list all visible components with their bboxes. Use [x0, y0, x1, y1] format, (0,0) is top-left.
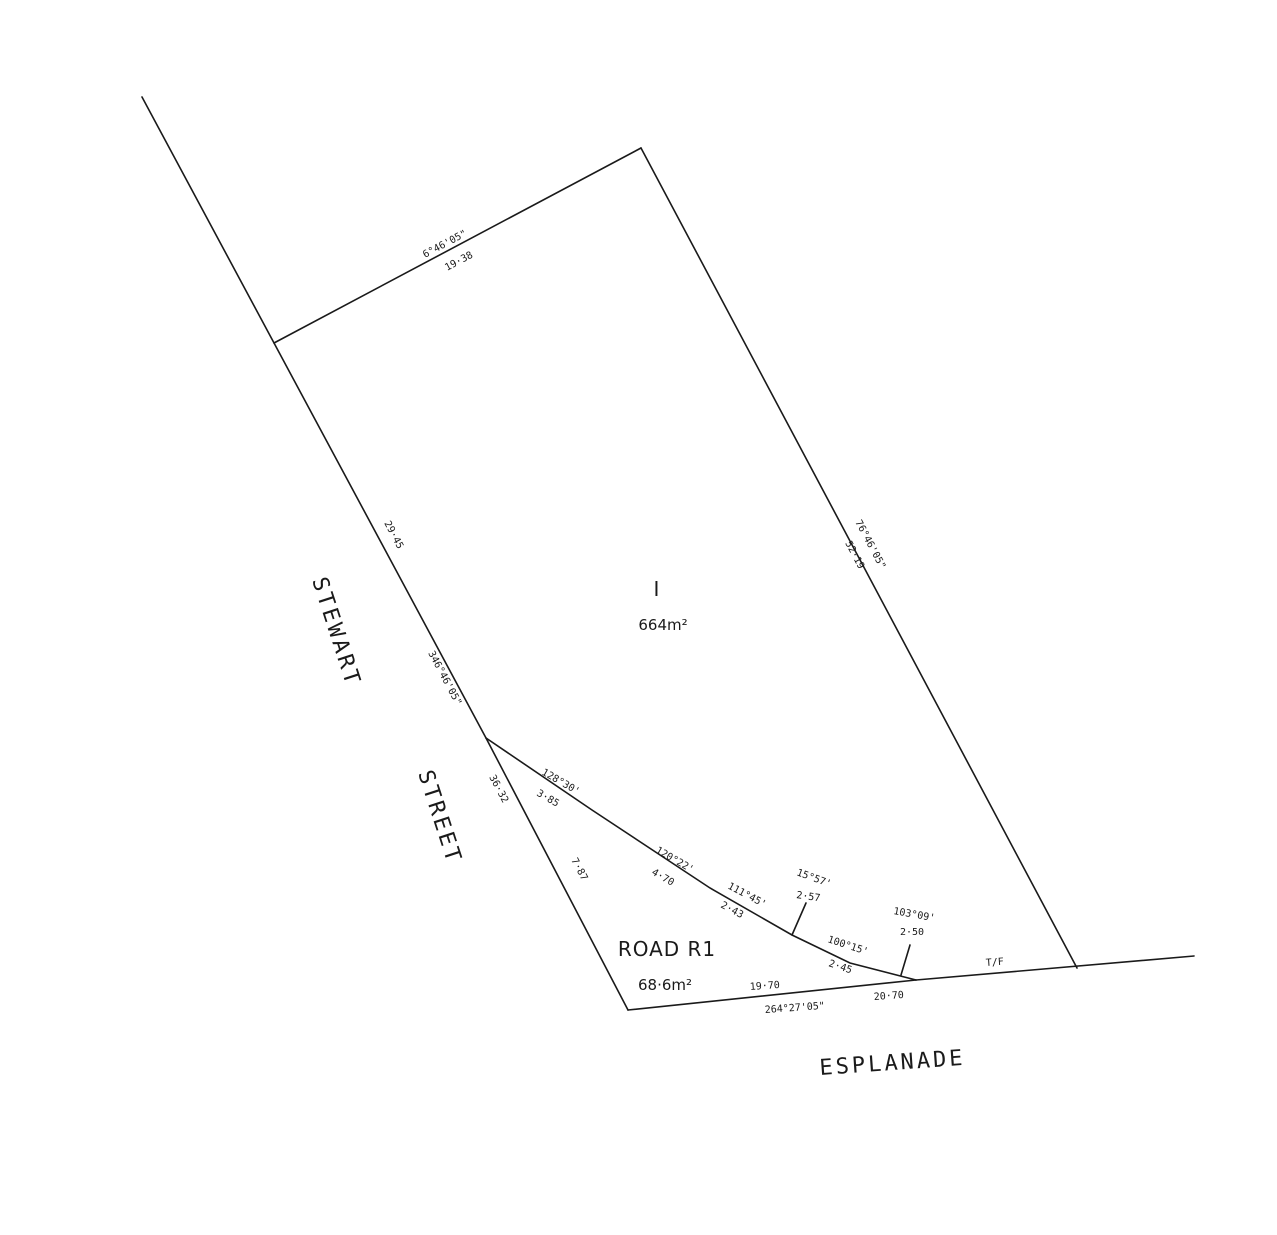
- dim-arc4-distance: 2·45: [827, 958, 853, 976]
- dim-top-distance: 19·38: [443, 250, 475, 274]
- leader-line-1: [791, 902, 807, 936]
- dim-arc3-distance: 2·43: [719, 900, 745, 921]
- dim-south-right: 20·70: [873, 990, 904, 1003]
- road-west-boundary: [485, 737, 629, 1011]
- street-name-street: STREET: [412, 767, 466, 867]
- lot-boundary: [141, 96, 1078, 969]
- road-area: 68·6m²: [638, 976, 692, 994]
- dim-south-bearing: 264°27'05": [764, 1001, 825, 1016]
- dim-south-east: T/F: [985, 957, 1004, 969]
- lot-top-boundary: [273, 147, 642, 344]
- dim-east-distance: 52·19: [842, 539, 866, 571]
- dim-arc1-distance: 3·85: [535, 788, 561, 810]
- road-south-boundary: [627, 979, 917, 1011]
- road-curve-boundary: [485, 737, 917, 981]
- lot-area: 664m²: [638, 616, 687, 634]
- dim-west-bearing: 346°46'05": [425, 649, 463, 707]
- leader-line-2: [900, 944, 911, 976]
- street-name-esplanade: ESPLANADE: [819, 1046, 967, 1081]
- dim-arc3-leader-distance: 2·57: [796, 890, 821, 904]
- street-name-stewart: STEWART: [306, 574, 365, 690]
- road-name: ROAD R1: [618, 937, 716, 961]
- lot-number: I: [654, 577, 661, 601]
- dim-arc3-leader-bearing: 15°57': [795, 867, 833, 890]
- road-boundary: [485, 737, 1195, 1011]
- dim-arc4-leader-bearing: 103°09': [892, 906, 935, 924]
- dim-south-distance: 19·70: [749, 980, 780, 993]
- stewart-street-line: [141, 96, 487, 739]
- dim-arc2-distance: 4·70: [650, 867, 676, 889]
- lot-east-boundary: [640, 147, 1078, 969]
- dim-west-upper: 29·45: [381, 519, 405, 551]
- dim-arc4-leader-distance: 2·50: [900, 927, 924, 938]
- esplanade-line: [915, 955, 1195, 981]
- dim-road-west: 7·87: [568, 856, 589, 882]
